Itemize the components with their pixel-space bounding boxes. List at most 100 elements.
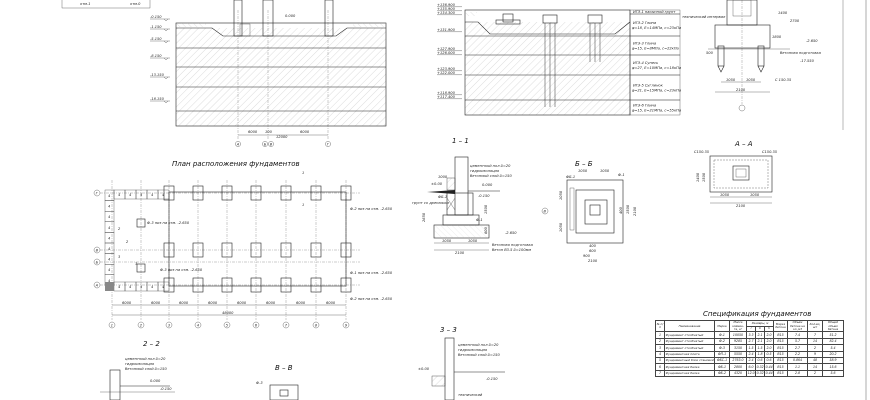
pile-label: С150.35: [762, 150, 778, 154]
dim-label: 2100: [588, 259, 598, 263]
level-label: 0.000: [150, 379, 161, 383]
table-cell: Фундаментный блок стеновой: [664, 356, 715, 365]
layer-props: φ=15, E=8МПа, c=22кПа: [632, 47, 679, 51]
layer-box: [629, 99, 681, 116]
layer-props: φ=18, E=14МПа, c=23кПа: [632, 26, 681, 30]
axis-label: В: [270, 142, 273, 146]
axis-label: 3: [168, 324, 171, 328]
dim-label: 2700: [790, 19, 800, 23]
level-label: -1.150: [150, 25, 162, 29]
dim-label: 6000: [151, 301, 161, 305]
layer-name: ИГЭ-3 Глина: [633, 42, 656, 46]
axis-marker: [738, 104, 746, 112]
axis-label: В: [544, 210, 547, 214]
axis-marker: [312, 321, 320, 329]
table-header: № п/п: [655, 319, 665, 333]
axis-marker: [137, 321, 145, 329]
level-label: -2.650: [505, 231, 517, 235]
dim-label: 1500: [484, 204, 488, 214]
table-cell: 7: [655, 369, 665, 378]
block-label: 4: [108, 247, 111, 251]
level-label: -0.150: [160, 387, 172, 391]
mark-label: Ф-1: [618, 173, 625, 177]
pile-label: С150.35: [694, 150, 710, 154]
layer-name: ИГЭ-1 насыпной грунт: [633, 10, 676, 14]
level-label: ±0.00: [431, 182, 443, 186]
table-cell: 2.8: [787, 369, 809, 378]
level-label: 0.000: [482, 183, 493, 187]
mark-label: ФБ-1: [438, 195, 447, 199]
dim-label: 6000: [296, 301, 306, 305]
dim-label: 1050: [578, 169, 588, 173]
dim-label: 1050: [559, 222, 563, 232]
plan-note: Ф-2 низ на отм. -2.650: [350, 297, 393, 301]
dim-label: 2100: [455, 251, 465, 255]
axis-marker: [282, 321, 290, 329]
cut-label: 1: [302, 171, 304, 175]
dim-label: 1400: [778, 11, 788, 15]
axis-label: 2: [140, 324, 143, 328]
note-label: цементный пол δ=20: [125, 357, 166, 361]
dim-label: 1050: [750, 193, 760, 197]
dim-label: 1000: [438, 175, 448, 179]
level-label: +122.000: [437, 71, 456, 75]
axis-marker: [252, 321, 260, 329]
dim-label: 1400: [696, 172, 700, 182]
level-marker: [150, 18, 170, 22]
axis-marker: [262, 141, 268, 147]
plan-note: Ф-3 низ на отм. -2.650: [160, 268, 203, 272]
axis-marker: [268, 141, 274, 147]
dim-label: 6000: [122, 301, 132, 305]
foundation-pad: [280, 242, 292, 258]
note-label: бетонный слой δ=150: [125, 367, 167, 371]
table-title: Спецификация фундаментов: [703, 310, 811, 318]
level-marker: [150, 28, 170, 32]
specification-table: № п/п Наименование Марка Масса элемен-та…: [655, 319, 845, 378]
cut-label: 3: [135, 262, 138, 266]
foundation-pad: [221, 277, 233, 293]
dim-label: 1500: [702, 172, 706, 182]
table-cell: 0.44: [763, 369, 775, 378]
level-label: -0.150: [478, 194, 490, 198]
section-title: А – А: [734, 140, 753, 148]
layer-box: [629, 13, 681, 37]
dim-label: 6000: [208, 301, 218, 305]
table-header: Общий объем бетона: [822, 319, 845, 333]
table-cell: 2: [807, 369, 824, 378]
level-marker: [150, 76, 170, 80]
block-label: 4: [108, 215, 111, 219]
block-label: 4: [118, 193, 121, 197]
level-label: +118.900: [437, 91, 456, 95]
foundation-pad: [250, 242, 262, 258]
section-title: В – В: [275, 364, 293, 372]
dim-label: 1050: [600, 169, 610, 173]
cut-label: 3: [118, 255, 121, 259]
axis-marker: [325, 141, 331, 147]
level-label: +117.400: [437, 95, 456, 99]
section-title: Б – Б: [575, 160, 593, 168]
note-label: технический интервал: [682, 15, 726, 19]
dim-label: 1050: [726, 78, 736, 82]
table-header: Масса элемен-та, кг: [729, 319, 747, 333]
layer-box: [629, 54, 681, 76]
table-cell: 0.32: [755, 369, 765, 378]
table-cell: 0.32: [755, 363, 765, 371]
block-label: 4: [162, 285, 165, 289]
axis-label: 8: [315, 324, 318, 328]
section-title: 3 – 3: [440, 326, 457, 334]
specification-table-title: Спецификация фундаментов: [703, 310, 811, 318]
level-label: +126.000: [437, 51, 456, 55]
dim-label: 900: [583, 254, 591, 258]
level-label: +131.900: [437, 28, 456, 32]
foundation-pad: [192, 242, 204, 258]
axis-label: Б: [264, 142, 267, 146]
mark-label: ФБ-1: [566, 175, 575, 179]
dim-label: 1050: [746, 78, 756, 82]
dim-label: 48000: [222, 311, 234, 315]
note-label: бетонная подготовка: [780, 51, 821, 55]
foundation-pad: [250, 277, 262, 293]
section-3-3: 3 – 3 цементный пол δ=20 гидроизоляция б…: [418, 326, 505, 400]
